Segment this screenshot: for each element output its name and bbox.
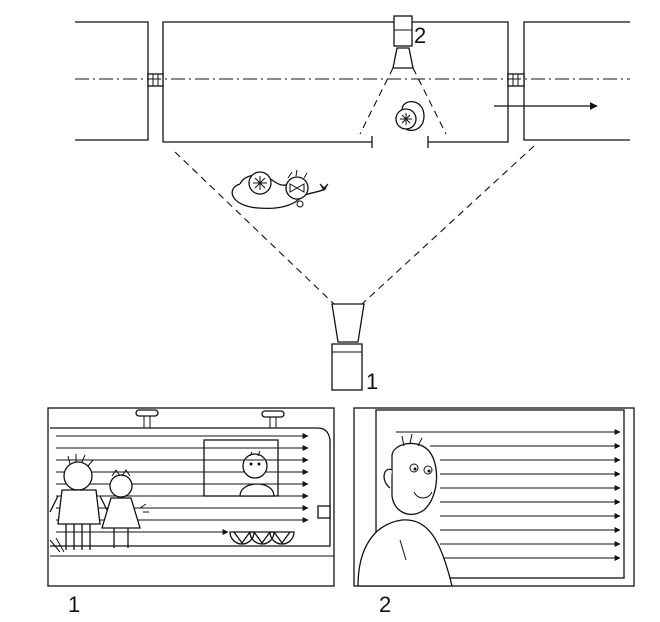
train-window	[203, 439, 279, 497]
camera-1-label: 1	[366, 369, 378, 394]
view-panel-2-frame	[353, 407, 635, 587]
camera-1-icon	[331, 303, 365, 391]
train-car-middle	[162, 21, 509, 143]
train-window-inner	[375, 409, 625, 579]
view-panel-1: 1	[47, 407, 335, 617]
train-wheels	[229, 531, 295, 545]
train-car-left	[75, 21, 149, 141]
motion-streaks-panel-1	[56, 433, 309, 535]
passenger-top-view	[395, 101, 425, 131]
view-panel-1-frame	[47, 407, 335, 587]
panel-1-coupler	[317, 505, 331, 519]
view-1-label: 1	[68, 592, 80, 617]
children-top-view	[231, 169, 329, 210]
camera-2-icon	[392, 15, 414, 69]
camera-1-fov-left	[174, 151, 335, 305]
roof-vents	[135, 409, 285, 429]
camera-1-fov-right	[361, 145, 535, 305]
train-car-right	[523, 21, 630, 141]
view-2-label: 2	[379, 592, 391, 617]
train-schematic: 2 1	[75, 15, 630, 394]
motion-streaks-panel-2	[396, 429, 621, 561]
coupler-right	[507, 73, 525, 87]
camera-2-label: 2	[414, 23, 426, 48]
coupler-left	[147, 73, 164, 87]
passenger-closeup	[357, 433, 453, 587]
boy-figure	[49, 454, 109, 553]
girl-figure	[101, 469, 149, 548]
view-panel-2: 2	[353, 407, 635, 617]
